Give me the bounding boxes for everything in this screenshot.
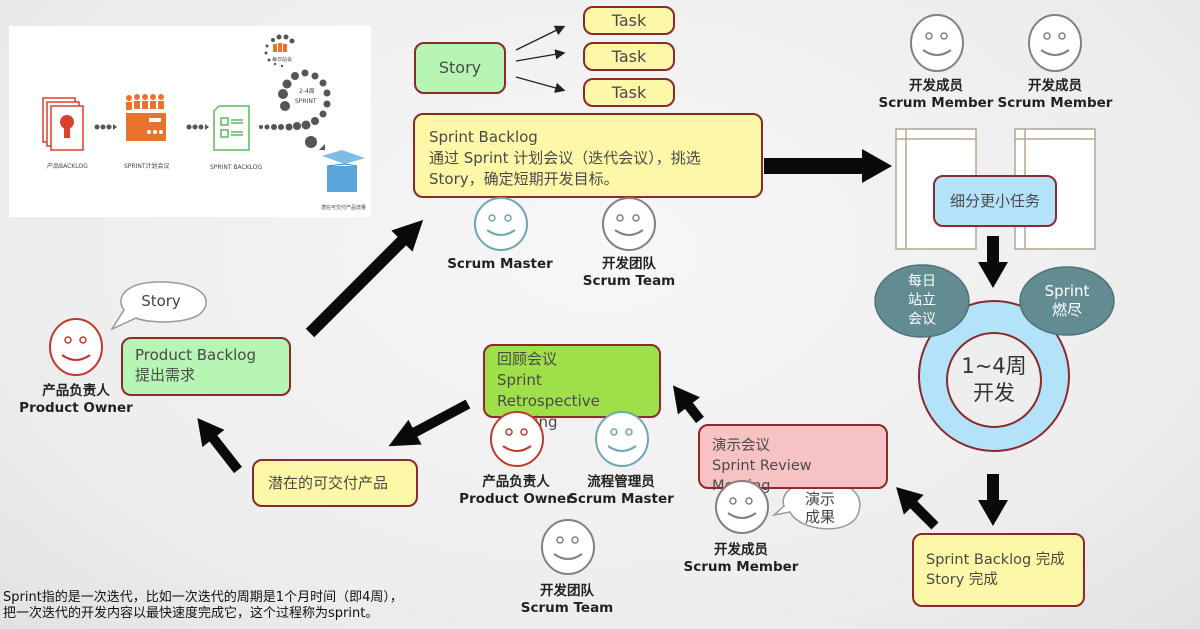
story-task-arrow — [515, 25, 566, 51]
smiley-face-icon — [541, 519, 595, 575]
arrow-to-review — [896, 487, 939, 530]
arrow-to-cards — [764, 149, 892, 183]
dev-cycle-label: 1~4周开发 — [961, 354, 1027, 405]
review-title-cn: 演示会议 — [712, 438, 770, 454]
smiley-face-icon — [595, 411, 649, 467]
backlog-done-line: Sprint Backlog 完成 — [926, 552, 1065, 568]
inset-sprint-label: SPRINT — [295, 98, 317, 105]
product-box-icon — [322, 150, 365, 192]
dev-cycle-ring — [918, 300, 1070, 452]
story-bubble-text: Story — [141, 292, 181, 310]
product-backlog-title: Product Backlog — [135, 346, 257, 364]
task-box: Task — [583, 78, 675, 107]
caption-line: Sprint指的是一次迭代，比如一次迭代的周期是1个月时间（即4周）， — [3, 590, 403, 605]
inset-step-label: 产品BACKLOG — [47, 163, 88, 170]
checklist-icon — [213, 105, 250, 151]
diagonal-arrows — [197, 219, 939, 530]
smiley-face-icon — [1028, 14, 1082, 72]
team-planning-icon — [126, 94, 166, 141]
inset-step-label: SPRINT计划会议 — [124, 163, 170, 170]
smiley-face-icon — [602, 197, 656, 251]
arrow-to-deliverable — [388, 399, 471, 447]
arrow-to-cycle — [978, 236, 1008, 288]
story-task-arrow — [515, 76, 566, 93]
task-box: Task — [583, 42, 675, 71]
inset-step-label: SPRINT BACKLOG — [210, 164, 263, 171]
sprint-backlog-line: Story，确定短期开发目标。 — [429, 170, 619, 188]
smiley-face-icon — [474, 197, 528, 251]
smiley-face-icon — [490, 411, 544, 467]
daily-meeting-icon — [273, 43, 287, 52]
caption-line: 把一次迭代的开发内容以最快速度完成它，这个过程称为sprint。 — [3, 606, 379, 621]
subdivide-task-box: 细分更小任务 — [933, 175, 1057, 227]
task-label: Task — [611, 82, 647, 102]
role-label: Scrum Master — [447, 256, 553, 272]
subdivide-label: 细分更小任务 — [949, 192, 1040, 210]
arrow-to-done — [978, 474, 1008, 526]
sprint-backlog-box: Sprint Backlog 通过 Sprint 计划会议（迭代会议），挑选 S… — [413, 113, 763, 198]
story-task-arrow — [515, 49, 566, 62]
lightbulb-document-icon — [42, 97, 84, 151]
arrow-to-retro — [672, 385, 704, 424]
retro-title-cn: 回顾会议 — [497, 350, 558, 368]
smiley-face-icon — [49, 318, 103, 376]
daily-standup-label: 每日站立会议 — [908, 273, 936, 328]
caption: Sprint指的是一次迭代，比如一次迭代的周期是1个月时间（即4周）， 把一次迭… — [3, 590, 403, 622]
task-label: Task — [611, 10, 647, 30]
retro-meeting-box: 回顾会议 Sprint Retrospective Meeting — [483, 344, 661, 431]
burndown-bubble — [1019, 266, 1115, 336]
flow-arrows — [764, 149, 1008, 526]
deliverable-box: 潜在的可交付产品 — [252, 459, 418, 507]
inset-daily-meeting-label: 每日站会 — [272, 57, 293, 63]
retro-title-en: Sprint Retrospective — [497, 371, 600, 410]
smiley-face-icon — [910, 14, 964, 72]
demo-speech-bubble — [771, 480, 861, 530]
daily-standup-bubble — [874, 264, 970, 338]
sprint-loop-dots — [259, 34, 331, 150]
product-backlog-subtitle: 提出需求 — [135, 366, 196, 384]
story-box: Story — [414, 42, 506, 94]
sprint-backlog-line: 通过 Sprint 计划会议（迭代会议），挑选 — [429, 149, 701, 167]
backlog-done-line: Story 完成 — [926, 572, 998, 588]
arrow-to-product-backlog — [197, 417, 242, 474]
sprint-backlog-title: Sprint Backlog — [429, 128, 538, 146]
smiley-face-icon — [715, 480, 769, 534]
story-label: Story — [438, 58, 482, 77]
product-backlog-box: Product Backlog 提出需求 — [121, 337, 291, 396]
inset-graphics — [42, 34, 365, 192]
deliverable-label: 潜在的可交付产品 — [268, 474, 389, 492]
task-box: Task — [583, 6, 675, 35]
scrum-process-inset-image: 产品BACKLOG SPRINT计划会议 SPRINT BACKLOG 每日站会… — [9, 26, 371, 217]
demo-bubble-text: 演示成果 — [804, 490, 836, 526]
backlog-done-box: Sprint Backlog 完成 Story 完成 — [912, 533, 1085, 607]
arrow-to-sprint-backlog — [305, 219, 424, 338]
inset-output-label: 潜在可交付产品增量 — [321, 205, 367, 211]
task-label: Task — [611, 46, 647, 66]
inset-cycle-label: 2-4周 — [299, 88, 315, 95]
dots-arrow-icon — [94, 124, 117, 130]
story-speech-bubble — [110, 281, 207, 331]
